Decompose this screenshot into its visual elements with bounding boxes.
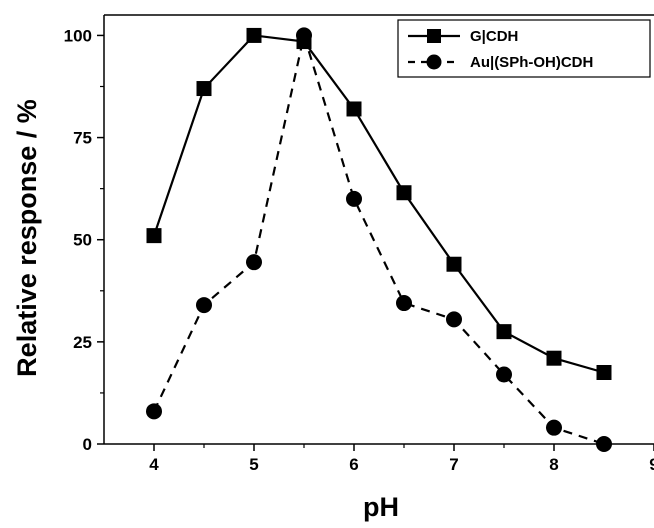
x-axis: 4 5 6 7 8 9 bbox=[149, 444, 654, 474]
x-tick-label: 5 bbox=[249, 455, 258, 474]
data-point-square bbox=[146, 228, 162, 244]
legend: G|CDH Au|(SPh-OH)CDH bbox=[397, 19, 651, 78]
series-line bbox=[153, 31, 605, 446]
data-point-circle bbox=[246, 254, 262, 271]
series-2 bbox=[146, 27, 612, 452]
legend-marker-square bbox=[427, 29, 441, 43]
data-point-circle bbox=[196, 297, 212, 314]
x-tick-label: 7 bbox=[449, 455, 458, 474]
data-point-square bbox=[546, 350, 562, 366]
y-tick-label: 100 bbox=[64, 26, 92, 45]
series-line bbox=[152, 34, 605, 374]
data-point-square bbox=[196, 81, 212, 97]
legend-marker-circle bbox=[426, 54, 442, 70]
data-point-square bbox=[396, 185, 412, 201]
y-tick-label: 75 bbox=[73, 129, 92, 148]
y-tick-label: 0 bbox=[83, 435, 92, 454]
legend-label: G|CDH bbox=[470, 28, 518, 45]
x-tick-label: 8 bbox=[549, 455, 558, 474]
data-point-circle bbox=[596, 436, 612, 452]
y-axis-title: Relative response / % bbox=[12, 99, 42, 377]
y-tick-label: 25 bbox=[73, 333, 92, 352]
data-point-circle bbox=[546, 419, 562, 436]
x-axis-title: pH bbox=[363, 492, 399, 522]
data-point-circle bbox=[146, 403, 162, 420]
data-point-square bbox=[496, 324, 512, 340]
x-tick-label: 4 bbox=[149, 455, 159, 474]
y-tick-label: 50 bbox=[73, 231, 92, 250]
data-point-square bbox=[596, 365, 612, 380]
x-tick-label: 9 bbox=[649, 455, 654, 474]
data-point-circle bbox=[496, 366, 512, 383]
legend-label: Au|(SPh-OH)CDH bbox=[470, 54, 593, 71]
data-point-circle bbox=[296, 27, 312, 44]
x-tick-label: 6 bbox=[349, 455, 358, 474]
series-layer bbox=[146, 27, 612, 452]
y-axis: 0 25 50 75 100 bbox=[64, 26, 104, 454]
data-point-square bbox=[446, 256, 462, 272]
data-point-square bbox=[346, 101, 362, 117]
data-point-circle bbox=[396, 295, 412, 312]
data-point-circle bbox=[346, 190, 362, 207]
data-point-circle bbox=[446, 311, 462, 328]
data-point-square bbox=[246, 27, 262, 43]
